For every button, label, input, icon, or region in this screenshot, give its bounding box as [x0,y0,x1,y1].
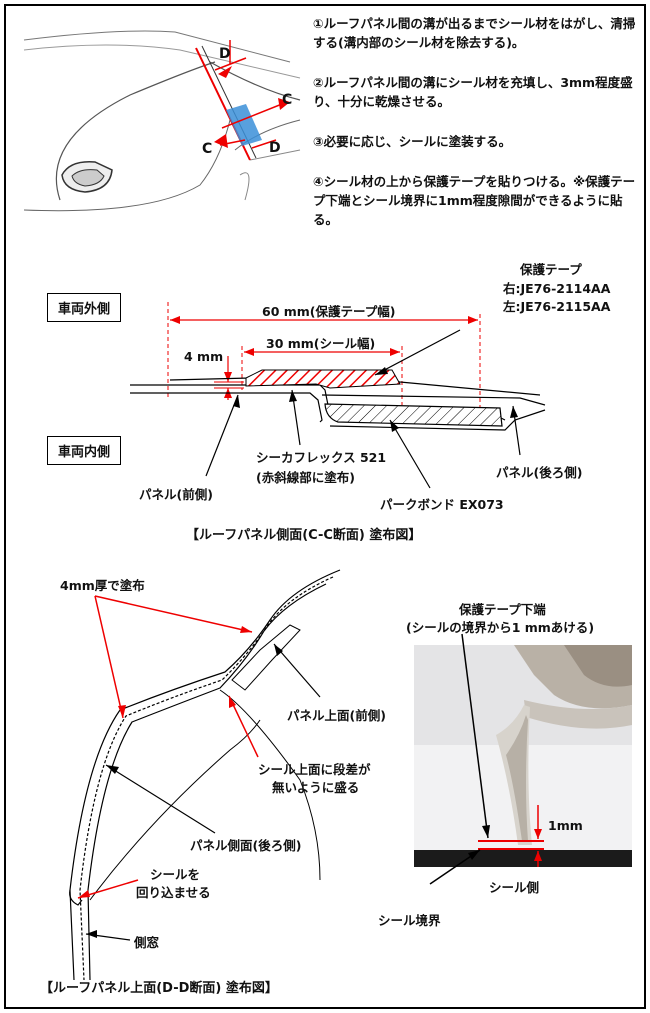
dd-section-caption: 【ルーフパネル上面(D-D断面) 塗布図】 [40,981,278,996]
sikaflex-label-1: シーカフレックス 521 [256,450,387,465]
panel-side-rear-label: パネル側面(後ろ側) [190,838,302,853]
seal-width-label: 30 mm(シール幅) [266,336,376,351]
tape-width-label: 60 mm(保護テープ幅) [262,304,396,319]
section-marker-d-top: D [219,46,231,62]
outside-label: 車両外側 [47,293,122,322]
seal-photo-image [414,645,632,867]
tape-title: 保護テープ [520,262,582,277]
panel-front-label: パネル(前側) [139,487,213,502]
no-step-label-2: 無いように盛る [272,780,360,795]
thickness-label: 4mm厚で塗布 [60,578,145,593]
tape-edge-label-1: 保護テープ下端 [459,602,546,617]
no-step-label-1: シール上面に段差が [258,762,371,777]
step-3: ③必要に応じ、シールに塗装する。 [313,134,512,149]
seal-side-label: シール側 [489,880,540,895]
tape-right-part: 右:JE76-2114AA [503,281,611,296]
side-window-label: 側窓 [134,935,160,950]
wrap-label-1: シールを [150,867,201,882]
section-marker-d-bottom: D [269,140,281,156]
seal-photo [414,645,632,867]
panel-rear-label: パネル(後ろ側) [496,465,583,480]
step-4: ④シール材の上から保護テープを貼りつける。※保護テープ下端とシール境界に1mm程… [313,174,636,227]
inside-label: 車両内側 [47,436,122,465]
document-frame [4,4,646,1009]
tape-edge-label-2: (シールの境界から1 mmあける) [406,620,595,635]
cc-section-caption: 【ルーフパネル側面(C-C断面) 塗布図】 [186,528,422,543]
step-1: ①ルーフパネル間の溝が出るまでシール材をはがし、清掃する(溝内部のシール材を除去… [313,16,636,50]
step-2: ②ルーフパネル間の溝にシール材を充填し、3mm程度盛り、十分に乾燥させる。 [313,75,633,109]
seal-boundary-label: シール境界 [378,913,441,928]
panel-top-front-label: パネル上面(前側) [287,708,386,723]
tape-left-part: 左:JE76-2115AA [503,299,611,314]
parkbond-label: パークボンド EX073 [380,497,504,512]
sikaflex-label-2: (赤斜線部に塗布) [256,470,355,485]
gap-label: 4 mm [184,349,224,364]
section-marker-c-left: C [202,141,213,157]
gap-1mm-label: 1mm [548,818,583,833]
wrap-label-2: 回り込ませる [136,885,211,900]
section-marker-c-right: C [282,92,293,108]
